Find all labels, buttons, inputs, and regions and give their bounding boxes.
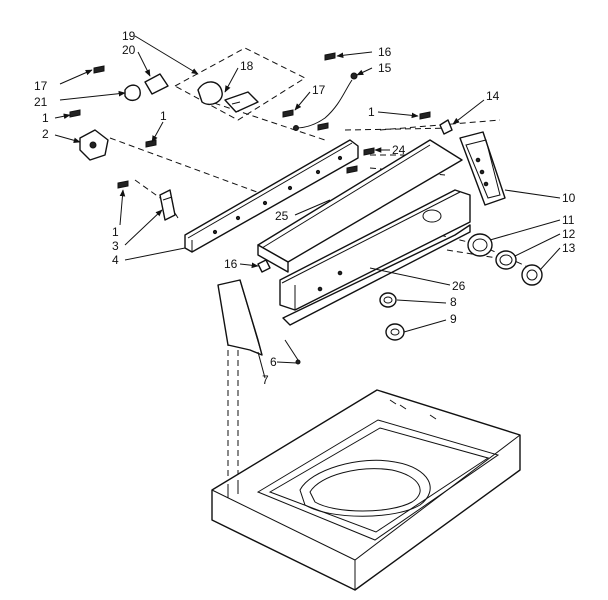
callout-1-lower: 1 (112, 225, 119, 239)
callout-2: 2 (42, 127, 49, 141)
callout-15: 15 (378, 61, 392, 75)
callout-8: 8 (450, 295, 457, 309)
callout-24: 24 (392, 143, 406, 157)
callout-9: 9 (450, 312, 457, 326)
timer-switch (79, 129, 109, 161)
callouts: 19 20 18 17 21 1 2 1 16 15 17 1 14 24 25… (34, 29, 576, 387)
clip-16-lower (257, 259, 271, 273)
callout-18: 18 (240, 59, 254, 73)
end-cap (217, 279, 301, 365)
callout-4: 4 (112, 253, 119, 267)
callout-1-mid: 1 (160, 109, 167, 123)
clip-14 (439, 119, 453, 135)
callout-1-left: 1 (42, 111, 49, 125)
bracket-3 (159, 189, 176, 221)
callout-10: 10 (562, 191, 576, 205)
callout-16-top: 16 (378, 45, 392, 59)
callout-13: 13 (562, 241, 576, 255)
back-panel (257, 139, 463, 273)
callout-12: 12 (562, 227, 576, 241)
small-knob-8 (379, 292, 397, 308)
callout-16-lower: 16 (224, 257, 238, 271)
washer-top (211, 389, 521, 591)
callout-14: 14 (486, 89, 500, 103)
callout-26: 26 (452, 279, 466, 293)
knob (521, 264, 543, 286)
clip-21 (124, 84, 141, 102)
small-knob-9 (385, 323, 405, 341)
callout-20: 20 (122, 43, 136, 57)
callout-3: 3 (112, 239, 119, 253)
knob-skirt (495, 250, 517, 270)
callout-19: 19 (122, 29, 136, 43)
callout-25: 25 (275, 209, 289, 223)
callout-11: 11 (562, 213, 575, 227)
right-end-cap (459, 131, 506, 206)
leader-lines (54, 35, 561, 379)
switch-18 (197, 81, 259, 113)
screws (69, 52, 431, 189)
console-panel (279, 189, 471, 326)
capacitor-20 (144, 73, 169, 95)
wire-harness (293, 72, 358, 131)
callout-17-right: 17 (312, 83, 326, 97)
callout-7: 7 (262, 373, 269, 387)
callout-21: 21 (34, 95, 48, 109)
knob-bezel (467, 233, 493, 257)
callout-6: 6 (270, 355, 277, 369)
callout-17-left: 17 (34, 79, 48, 93)
callout-1-right: 1 (368, 105, 375, 119)
